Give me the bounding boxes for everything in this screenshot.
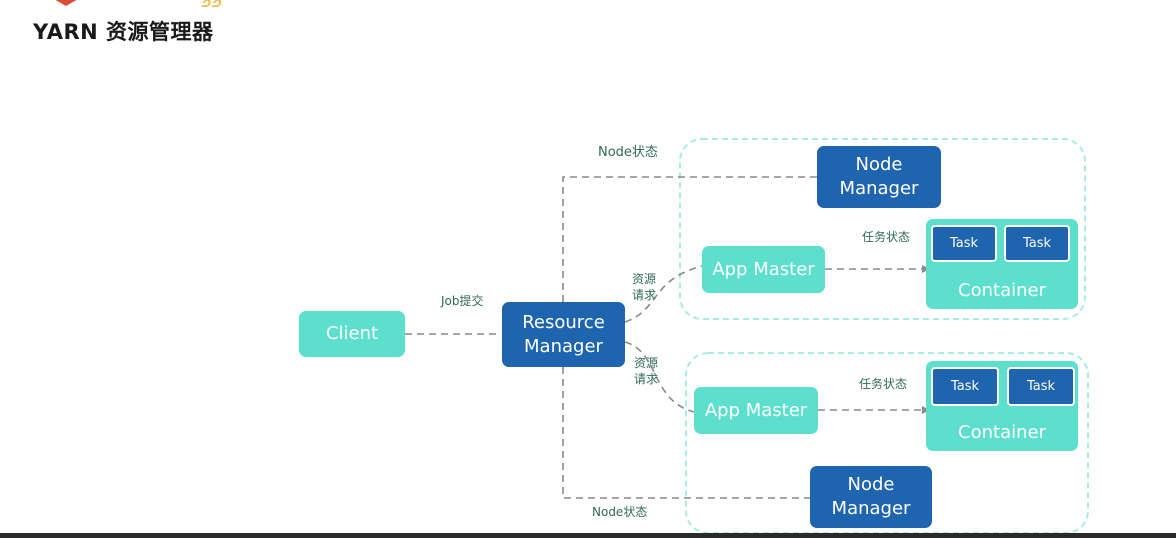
- task-status-label-2: 任务状态: [859, 377, 908, 391]
- container-1-label: Container: [958, 280, 1046, 301]
- node-group-1-outline: [679, 138, 1086, 320]
- node-status-connector-1: [562, 176, 817, 302]
- container-2-label: Container: [958, 422, 1046, 443]
- resource-manager-box: Resource Manager: [502, 302, 625, 367]
- node-status-label-2: Node状态: [592, 505, 648, 519]
- container-2-box: Container: [926, 361, 1078, 451]
- task-1a-box: Task: [931, 225, 997, 262]
- page-title: YARN 资源管理器: [33, 20, 214, 44]
- node-status-label-1: Node状态: [598, 145, 658, 160]
- resource-request-connector-2: [624, 341, 695, 413]
- node-manager-2-box: Node Manager: [810, 466, 932, 528]
- resource-request-label-1: 资源 请求: [632, 272, 657, 302]
- task-2a-box: Task: [931, 367, 999, 406]
- task-1b-box: Task: [1004, 225, 1070, 262]
- job-submit-label: Job提交: [441, 294, 484, 308]
- task-status-label-1: 任务状态: [862, 230, 911, 244]
- logo-icon: [55, 0, 77, 6]
- resource-request-connector-1: [624, 265, 703, 323]
- logo-mark: ꝸꝸ: [200, 0, 222, 12]
- resource-request-label-2: 资源 请求: [634, 356, 659, 386]
- client-box: Client: [299, 311, 405, 357]
- app-master-1-box: App Master: [702, 246, 825, 293]
- node-manager-1-box: Node Manager: [817, 146, 941, 208]
- bottom-bar: [0, 533, 1176, 538]
- app-master-2-box: App Master: [694, 387, 818, 434]
- task-2b-box: Task: [1007, 367, 1075, 406]
